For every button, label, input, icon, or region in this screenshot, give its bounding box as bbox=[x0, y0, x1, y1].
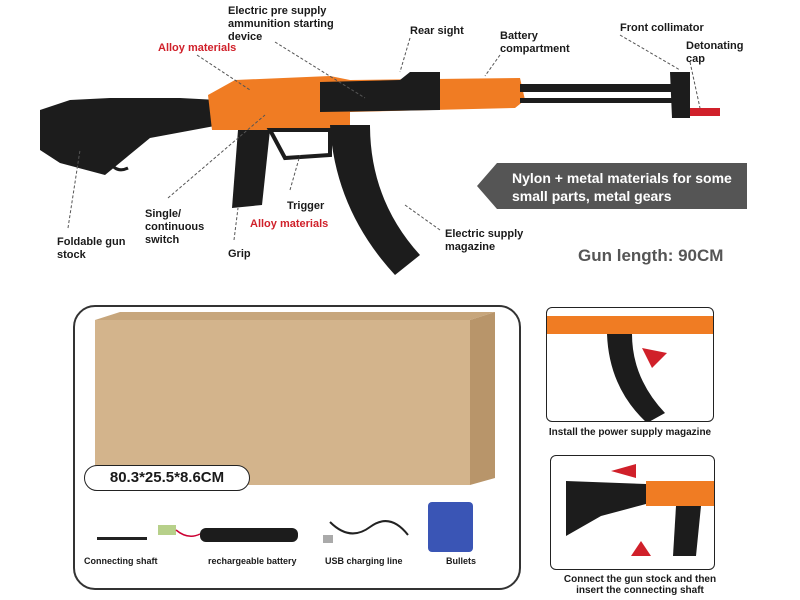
label-rear-sight: Rear sight bbox=[410, 25, 464, 37]
accessory-battery: rechargeable battery bbox=[208, 556, 297, 566]
package-dimensions: 80.3*25.5*8.6CM bbox=[84, 465, 250, 491]
accessory-connecting-shaft: Connecting shaft bbox=[84, 556, 158, 566]
label-alloy-top: Alloy materials bbox=[158, 42, 237, 54]
material-banner bbox=[477, 163, 747, 209]
rifle-illustration bbox=[40, 34, 720, 275]
step-panel-magazine bbox=[546, 307, 714, 422]
label-electric-magazine: Electric supply magazine bbox=[445, 228, 524, 253]
label-single-switch: Single/ continuous switch bbox=[145, 208, 205, 246]
label-trigger: Trigger bbox=[287, 200, 325, 212]
label-alloy-bottom: Alloy materials bbox=[250, 218, 329, 230]
label-electric-pre: Electric pre supply ammunition starting … bbox=[228, 5, 334, 43]
accessory-bullets: Bullets bbox=[446, 556, 477, 566]
step-2-caption: Connect the gun stock and then insert th… bbox=[563, 574, 717, 596]
step-1-caption: Install the power supply magazine bbox=[548, 427, 712, 438]
accessory-usb-line: USB charging line bbox=[325, 556, 403, 566]
label-detonating-cap: Detonating cap bbox=[686, 40, 744, 65]
label-foldable-stock: Foldable gun stock bbox=[57, 236, 126, 261]
material-banner-text: Nylon + metal materials for some small p… bbox=[512, 170, 732, 204]
label-battery-compartment: Battery compartment bbox=[500, 30, 570, 55]
gun-length: Gun length: 90CM bbox=[578, 246, 724, 265]
package-contents-box bbox=[73, 305, 521, 590]
label-grip: Grip bbox=[228, 248, 251, 260]
step-panel-stock bbox=[550, 455, 715, 570]
label-front-collimator: Front collimator bbox=[620, 22, 704, 34]
